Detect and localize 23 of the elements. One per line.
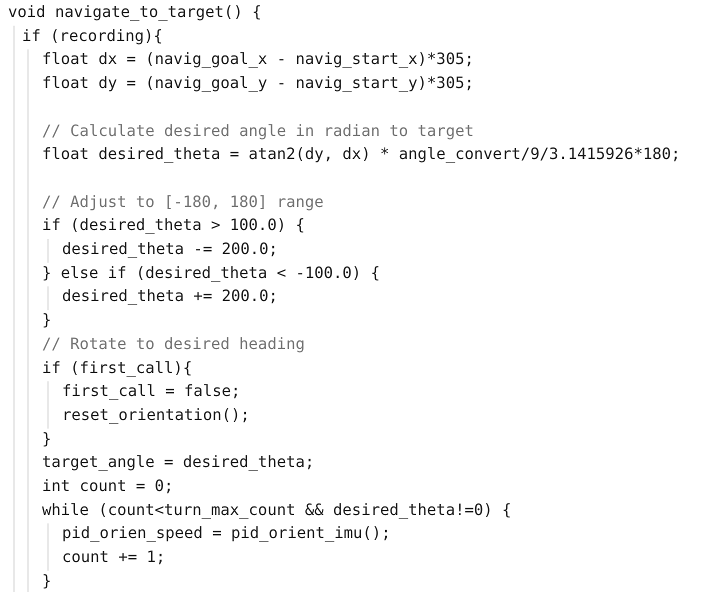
code-line: void navigate_to_target() { bbox=[8, 2, 262, 22]
code-line: float desired_theta = atan2(dy, dx) * angle_convert/9/3.1415926*180; bbox=[42, 144, 680, 164]
code-line: float dx = (navig_goal_x - navig_start_x)*305; bbox=[42, 49, 474, 70]
code-line: if (recording){ bbox=[22, 26, 163, 46]
code-line: target_angle = desired_theta; bbox=[42, 452, 314, 472]
code-line: } bbox=[42, 428, 52, 449]
code-line: float dy = (navig_goal_y - navig_start_y)*305; bbox=[42, 73, 474, 94]
code-line: } bbox=[42, 310, 52, 330]
code-comment: // Rotate to desired heading bbox=[42, 334, 305, 354]
code-line: first_call = false; bbox=[62, 381, 240, 402]
code-line: desired_theta -= 200.0; bbox=[62, 239, 278, 259]
code-line: if (desired_theta > 100.0) { bbox=[42, 215, 305, 236]
code-line: int count = 0; bbox=[42, 476, 174, 496]
code-comment: // Adjust to [-180, 180] range bbox=[42, 192, 324, 212]
code-line: while (count<turn_max_count && desired_theta!=0) { bbox=[42, 500, 512, 520]
code-line: } else if (desired_theta < -100.0) { bbox=[42, 262, 380, 283]
code-line: } bbox=[42, 570, 52, 591]
code-comment: // Calculate desired angle in radian to target bbox=[42, 120, 474, 140]
code-line: if (first_call){ bbox=[42, 358, 192, 378]
code-line: count += 1; bbox=[62, 547, 166, 568]
code-line: pid_orien_speed = pid_orient_imu(); bbox=[62, 523, 391, 544]
code-line: reset_orientation(); bbox=[62, 404, 250, 425]
code-line: desired_theta += 200.0; bbox=[62, 286, 278, 306]
